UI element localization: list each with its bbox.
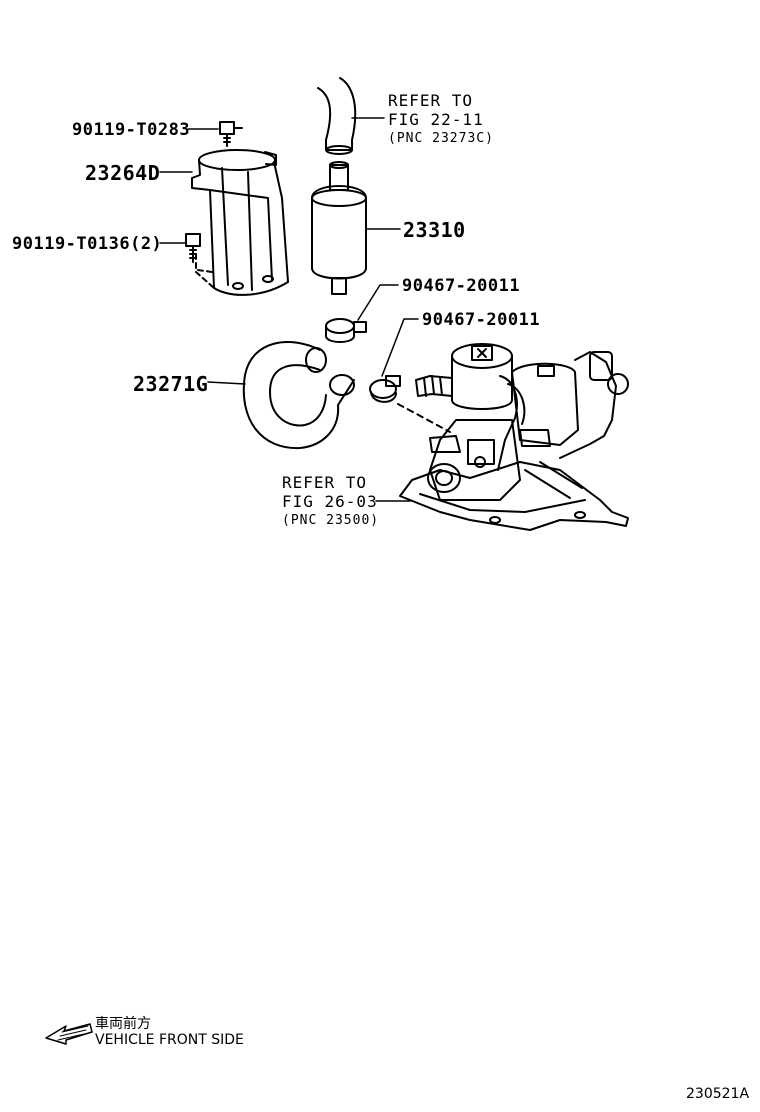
filter-bracket: [191, 149, 289, 296]
refer-bottom-line2: FIG 26-03: [282, 492, 378, 511]
label-clamp-1: 90467-20011: [402, 276, 521, 296]
label-bolt-side: 90119-T0136(2): [12, 234, 163, 254]
figure-code: 230521A: [686, 1086, 750, 1102]
fuel-filter: [311, 161, 367, 295]
refer-top-line1: REFER TO: [388, 91, 474, 110]
refer-top-line3: (PNC 23273C): [388, 131, 494, 146]
arrow-left-icon: [45, 1023, 93, 1045]
label-filter: 23310: [403, 218, 466, 242]
pump-assembly: [397, 343, 629, 531]
bolt-side: [185, 233, 201, 263]
label-clamp-2: 90467-20011: [422, 310, 541, 330]
bolt-top: [219, 121, 243, 147]
label-hose: 23271G: [133, 372, 209, 396]
refer-top-line2: FIG 22-11: [388, 110, 484, 129]
direction-en: VEHICLE FRONT SIDE: [95, 1032, 244, 1048]
fuel-hose: [242, 341, 355, 450]
label-bolt-top: 90119-T0283: [72, 120, 191, 140]
refer-bottom-line1: REFER TO: [282, 473, 368, 492]
clamp-lower: [369, 375, 401, 403]
upper-hose: [317, 77, 357, 155]
clamp-upper: [325, 318, 367, 343]
direction-jp: 車両前方: [95, 1016, 151, 1032]
label-bracket: 23264D: [85, 161, 161, 185]
refer-bottom-line3: (PNC 23500): [282, 513, 380, 528]
leader-lines: [159, 117, 419, 502]
